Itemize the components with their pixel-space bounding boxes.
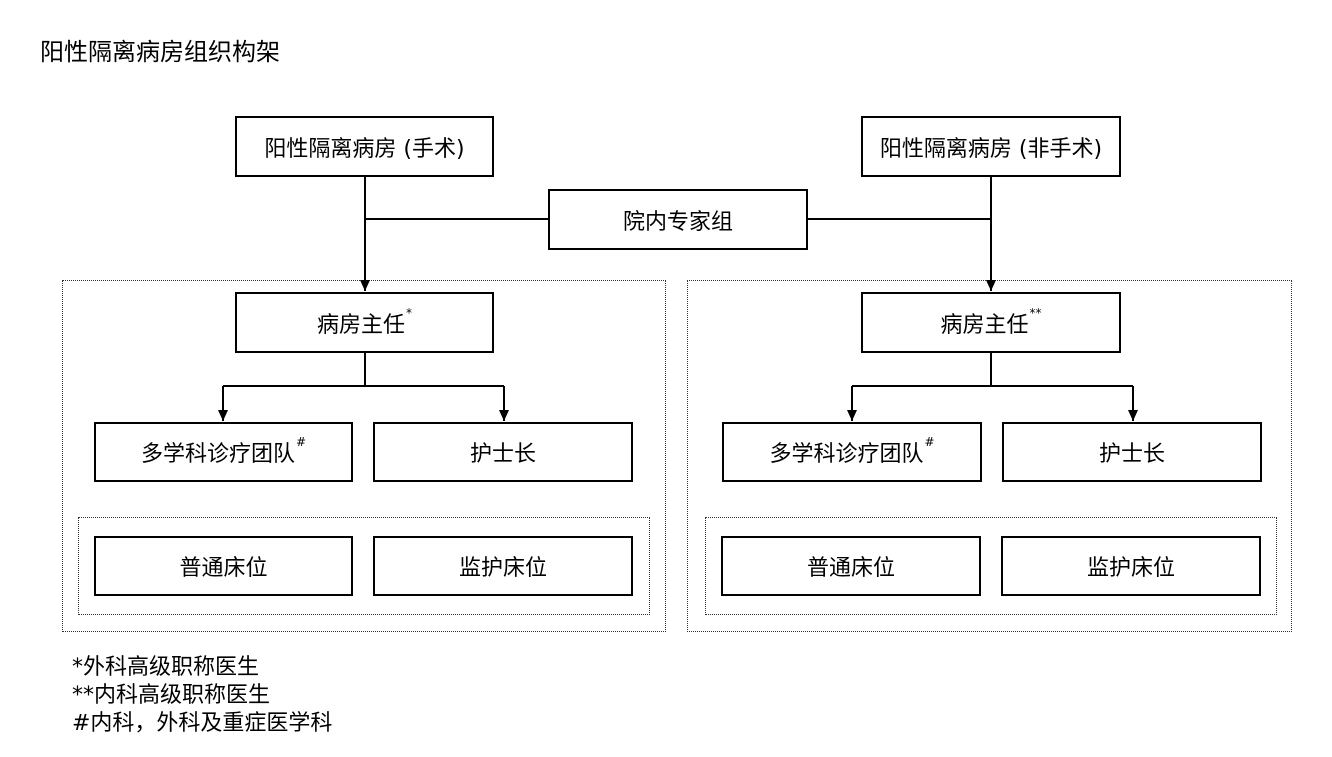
right-mdt-label: 多学科诊疗团队 [769, 442, 924, 467]
left-general-beds-box: 普通床位 [94, 536, 353, 596]
left-ward-box: 阳性隔离病房 (手术) [235, 116, 494, 177]
right-monitor-beds-label: 监护床位 [1086, 556, 1175, 581]
right-director-mark: ** [1029, 305, 1042, 320]
right-general-beds-box: 普通床位 [721, 536, 981, 596]
footnotes: *外科高级职称医生 **内科高级职称医生 #内科，外科及重症医学科 [72, 654, 332, 738]
footnote-internal: **内科高级职称医生 [72, 683, 271, 708]
right-monitor-beds-box: 监护床位 [1001, 536, 1261, 596]
left-ward-label: 阳性隔离病房 (手术) [264, 136, 465, 162]
left-general-beds-label: 普通床位 [179, 556, 268, 581]
right-unit-beds-group [705, 517, 1277, 615]
left-mdt-mark: # [295, 435, 307, 449]
left-mdt-box: 多学科诊疗团队# [94, 422, 353, 482]
right-head-nurse-label: 护士长 [1098, 442, 1165, 467]
left-monitor-beds-label: 监护床位 [458, 556, 547, 581]
expert-group-label: 院内专家组 [622, 209, 733, 235]
arrowhead-left-nurse [499, 410, 509, 421]
left-director-mark: * [406, 305, 412, 320]
left-head-nurse-box: 护士长 [373, 422, 633, 482]
right-mdt-mark: # [924, 435, 935, 449]
left-mdt-label: 多学科诊疗团队 [140, 442, 295, 467]
right-general-beds-label: 普通床位 [806, 556, 895, 581]
arrowhead-left-director [360, 280, 370, 291]
diagram-title: 阳性隔离病房组织构架 [40, 38, 280, 66]
right-ward-label: 阳性隔离病房 (非手术) [879, 136, 1103, 162]
left-unit-beds-group [78, 517, 650, 615]
right-ward-box: 阳性隔离病房 (非手术) [861, 116, 1121, 177]
arrowhead-right-director [986, 280, 996, 291]
expert-group-box: 院内专家组 [548, 189, 808, 250]
right-director-box: 病房主任** [861, 292, 1121, 353]
footnote-surgical: *外科高级职称医生 [72, 655, 260, 680]
arrowhead-right-nurse [1128, 410, 1138, 421]
left-director-label: 病房主任 [316, 312, 405, 338]
right-mdt-box: 多学科诊疗团队# [722, 422, 982, 482]
left-monitor-beds-box: 监护床位 [373, 536, 633, 596]
arrowhead-left-mdt [218, 410, 228, 421]
right-head-nurse-box: 护士长 [1002, 422, 1262, 482]
arrowhead-right-mdt [847, 410, 857, 421]
footnote-mdt: #内科，外科及重症医学科 [72, 711, 333, 736]
left-director-box: 病房主任* [235, 292, 494, 353]
left-head-nurse-label: 护士长 [469, 442, 536, 467]
right-director-label: 病房主任 [940, 312, 1029, 338]
